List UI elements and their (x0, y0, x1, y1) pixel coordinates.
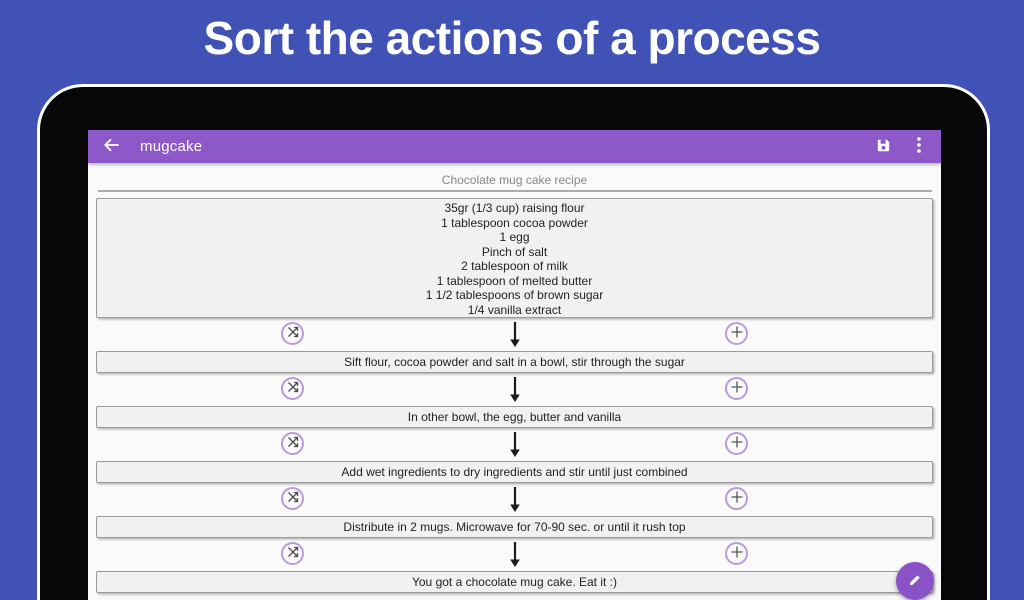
add-step-button[interactable] (725, 432, 748, 455)
arrow-down-icon (508, 321, 522, 353)
arrow-down-icon (508, 431, 522, 463)
shuffle-button[interactable] (281, 377, 304, 400)
add-step-button[interactable] (725, 487, 748, 510)
step-item[interactable]: Distribute in 2 mugs. Microwave for 70-9… (96, 516, 933, 538)
save-button[interactable] (869, 134, 897, 160)
recipe-title-underline (98, 190, 932, 192)
step-connector (88, 483, 941, 516)
plus-icon (730, 325, 744, 342)
shuffle-button[interactable] (281, 322, 304, 345)
banner: Sort the actions of a process (0, 0, 1024, 84)
add-step-button[interactable] (725, 322, 748, 345)
fab-edit-button[interactable] (896, 562, 934, 600)
shuffle-button[interactable] (281, 542, 304, 565)
add-step-button[interactable] (725, 542, 748, 565)
ingredient-line: 2 tablespoon of milk (461, 259, 568, 273)
step-connector (88, 318, 941, 351)
shuffle-icon (286, 325, 300, 342)
plus-icon (730, 435, 744, 452)
shuffle-icon (286, 435, 300, 452)
step-label: Sift flour, cocoa powder and salt in a b… (344, 355, 685, 369)
banner-title: Sort the actions of a process (203, 12, 821, 64)
plus-icon (730, 545, 744, 562)
app-bar: mugcake (88, 130, 941, 163)
arrow-down-icon (508, 541, 522, 573)
shuffle-icon (286, 545, 300, 562)
ingredients-card[interactable]: 35gr (1/3 cup) raising flour 1 tablespoo… (96, 198, 933, 318)
step-connector (88, 373, 941, 406)
tablet-frame: mugcake (37, 84, 990, 600)
shuffle-icon (286, 490, 300, 507)
arrow-down-icon (508, 376, 522, 408)
app-screen: mugcake (88, 130, 941, 600)
ingredient-line: 1 tablespoon of melted butter (436, 273, 593, 288)
step-item[interactable]: In other bowl, the egg, butter and vanil… (96, 406, 933, 428)
step-connector (88, 428, 941, 461)
ingredient-line: 1 tablespoon cocoa powder (441, 215, 588, 230)
step-label: In other bowl, the egg, butter and vanil… (407, 410, 622, 424)
kebab-vertical-icon (916, 136, 922, 157)
overflow-menu-button[interactable] (905, 134, 933, 160)
ingredient-line: Pinch of salt (481, 244, 548, 259)
ingredient-line: 35gr (1/3 cup) raising flour (444, 201, 585, 215)
plus-icon (730, 490, 744, 507)
arrow-down-icon (508, 486, 522, 518)
shuffle-button[interactable] (281, 487, 304, 510)
pencil-icon (907, 572, 923, 591)
step-label: Add wet ingredients to dry ingredients a… (341, 465, 688, 479)
step-item[interactable]: You got a chocolate mug cake. Eat it :) (96, 571, 933, 593)
shuffle-icon (286, 380, 300, 397)
shuffle-button[interactable] (281, 432, 304, 455)
step-item[interactable]: Sift flour, cocoa powder and salt in a b… (96, 351, 933, 373)
step-connector (88, 538, 941, 571)
plus-icon (730, 380, 744, 397)
back-button[interactable] (98, 134, 124, 160)
ingredient-line: 1 egg (499, 230, 530, 244)
step-label: You got a chocolate mug cake. Eat it :) (411, 575, 617, 589)
ingredient-line: 1/4 vanilla extract (467, 302, 562, 317)
step-label: Distribute in 2 mugs. Microwave for 70-9… (343, 520, 686, 534)
recipe-title-input[interactable]: Chocolate mug cake recipe (441, 173, 588, 187)
arrow-left-icon (102, 136, 120, 157)
add-step-button[interactable] (725, 377, 748, 400)
appbar-title: mugcake (140, 138, 203, 155)
ingredient-line: 1 1/2 tablespoons of brown sugar (425, 288, 604, 302)
step-item[interactable]: Add wet ingredients to dry ingredients a… (96, 461, 933, 483)
floppy-disk-icon (876, 138, 891, 156)
steps-flow: Sift flour, cocoa powder and salt in a b… (88, 318, 941, 593)
